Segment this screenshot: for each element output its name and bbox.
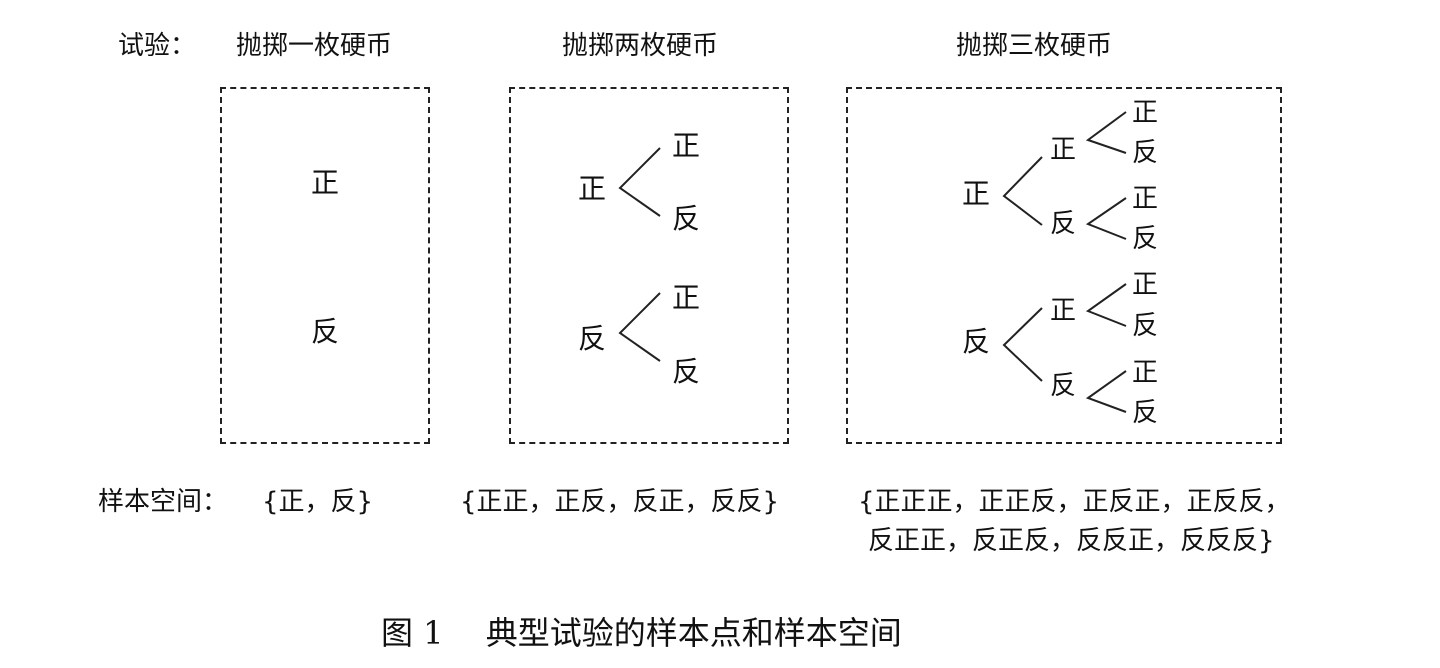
exp2-node-2: 反 bbox=[578, 322, 607, 355]
branch-3-2-2 bbox=[1085, 370, 1127, 413]
exp3-node-2-2: 反 bbox=[1050, 371, 1077, 401]
exp2-node-1-1: 正 bbox=[672, 129, 701, 162]
exp3-node-1-1: 正 bbox=[1050, 135, 1077, 165]
exp1-outcome-tails: 反 bbox=[311, 315, 340, 348]
branch-2-2 bbox=[618, 292, 661, 362]
experiment-1-box bbox=[220, 87, 430, 444]
exp2-sample-space: {正正，正反，反正，反反} bbox=[460, 487, 780, 517]
experiment-2-box bbox=[509, 87, 789, 444]
branch-2-1 bbox=[618, 147, 661, 217]
branch-3-1-1 bbox=[1085, 111, 1127, 154]
trial-label: 试验： bbox=[118, 31, 197, 61]
figure-caption: 图 1 典型试验的样本点和样本空间 bbox=[381, 614, 902, 652]
exp3-node-2-2-2: 反 bbox=[1132, 398, 1159, 428]
exp1-outcome-heads: 正 bbox=[311, 166, 340, 199]
exp2-node-2-2: 反 bbox=[672, 355, 701, 388]
experiment-1-title: 抛掷一枚硬币 bbox=[236, 31, 393, 61]
exp3-node-1-2: 反 bbox=[1050, 209, 1077, 239]
exp3-node-2-2-1: 正 bbox=[1132, 358, 1159, 388]
exp3-node-1-1-2: 反 bbox=[1132, 138, 1159, 168]
sample-space-label: 样本空间： bbox=[98, 487, 229, 517]
exp3-node-2-1: 正 bbox=[1050, 296, 1077, 326]
exp2-node-1: 正 bbox=[578, 172, 607, 205]
experiment-3-title: 抛掷三枚硬币 bbox=[956, 31, 1113, 61]
exp3-node-1-2-1: 正 bbox=[1132, 184, 1159, 214]
exp2-node-1-2: 反 bbox=[672, 202, 701, 235]
exp3-node-2: 反 bbox=[962, 325, 991, 358]
exp3-node-2-1-1: 正 bbox=[1132, 270, 1159, 300]
exp3-sample-space-line2: 反正正，反正反，反反正，反反反} bbox=[868, 526, 1275, 556]
branch-3-2 bbox=[1002, 307, 1043, 382]
experiment-2-title: 抛掷两枚硬币 bbox=[562, 31, 719, 61]
exp3-node-1-1-1: 正 bbox=[1132, 98, 1159, 128]
exp3-node-1: 正 bbox=[962, 177, 991, 210]
branch-3-1-2 bbox=[1085, 197, 1127, 240]
branch-3-2-1 bbox=[1085, 283, 1127, 327]
branch-3-1 bbox=[1002, 156, 1043, 226]
experiment-3-box bbox=[846, 87, 1282, 444]
exp3-sample-space-line1: {正正正，正正反，正反正，正反反， bbox=[858, 487, 1291, 517]
exp3-node-1-2-2: 反 bbox=[1132, 224, 1159, 254]
exp1-sample-space: {正，反} bbox=[262, 487, 374, 517]
exp3-node-2-1-2: 反 bbox=[1132, 311, 1159, 341]
exp2-node-2-1: 正 bbox=[672, 281, 701, 314]
